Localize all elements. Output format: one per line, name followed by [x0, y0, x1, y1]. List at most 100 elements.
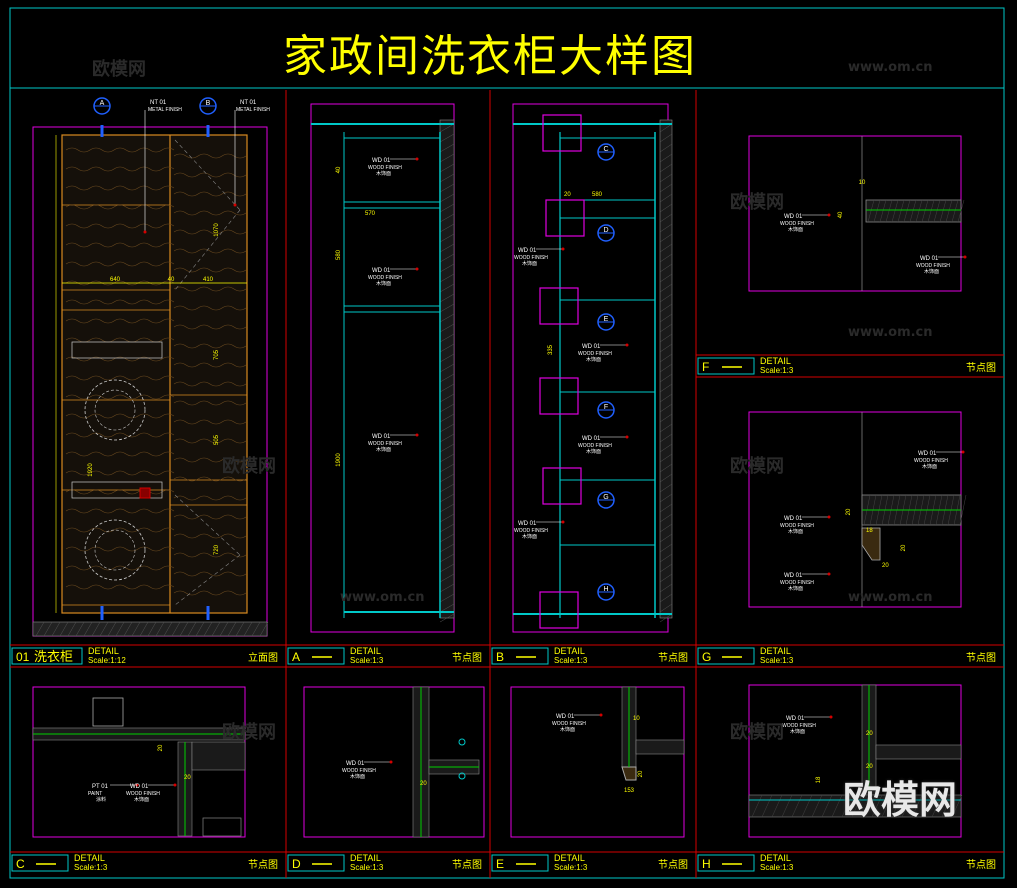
material-tag: WD 01	[372, 158, 391, 164]
material-tag: 木饰面	[376, 170, 391, 177]
leader-dot	[135, 783, 139, 787]
wall-hatch	[439, 323, 455, 333]
wall-hatch	[439, 333, 455, 343]
wall-hatch	[659, 483, 673, 493]
wood-grain	[173, 571, 247, 577]
board-hatch	[957, 199, 965, 223]
wood-grain	[173, 381, 247, 387]
wood-grain	[173, 153, 247, 159]
board-hatch	[873, 199, 881, 223]
leader-dot	[415, 267, 419, 271]
leader-dot	[143, 230, 147, 234]
leader-dot	[963, 255, 967, 259]
detail-callout-box	[539, 377, 579, 415]
wall-hatch	[439, 483, 455, 493]
caption-type: 节点图	[966, 859, 996, 871]
wall-hatch	[439, 293, 455, 303]
board-hatch	[885, 199, 893, 223]
wood-grain	[173, 495, 247, 501]
floor-hatch	[931, 794, 943, 818]
wood-grain	[65, 432, 175, 438]
material-tag: 木饰面	[134, 796, 149, 803]
wall-hatch	[439, 613, 455, 623]
board-hatch	[879, 199, 887, 223]
wood-grain	[173, 267, 247, 273]
material-tag: WD 01	[920, 256, 939, 262]
wood-grain	[173, 286, 247, 292]
dimension-text: 10	[859, 180, 866, 186]
wall-hatch	[659, 253, 673, 263]
wall-hatch	[439, 493, 455, 503]
wood-grain	[65, 242, 175, 248]
detail-callout-box	[539, 287, 579, 325]
material-tag: WOOD FINISH	[342, 768, 376, 774]
wall-hatch	[659, 173, 673, 183]
caption-box	[11, 854, 69, 872]
floor-hatch	[861, 794, 873, 818]
caption-type: 节点图	[658, 652, 688, 664]
wall-hatch	[659, 283, 673, 293]
caption-detail: DETAIL	[760, 356, 791, 366]
floor-hatch	[139, 621, 149, 637]
wall-hatch	[439, 193, 455, 203]
section-marker-letter: C	[603, 146, 608, 153]
material-tag: WOOD FINISH	[578, 443, 612, 449]
material-tag: NT 01	[150, 100, 167, 106]
wall-hatch	[439, 153, 455, 163]
floor-hatch	[227, 621, 237, 637]
material-tag: 木饰面	[560, 726, 575, 733]
wall-hatch	[659, 563, 673, 573]
material-tag: WOOD FINISH	[780, 580, 814, 586]
panel-section	[191, 741, 246, 771]
wood-grain	[173, 210, 247, 216]
leader-dot	[827, 572, 831, 576]
floor-hatch	[163, 621, 173, 637]
floor-hatch	[831, 794, 843, 818]
floor-hatch	[921, 794, 933, 818]
wood-grain	[173, 191, 247, 197]
dimension-text: 20	[901, 544, 907, 551]
material-tag: WD 01	[582, 436, 601, 442]
wall-hatch	[659, 593, 673, 603]
material-tag: WD 01	[556, 714, 575, 720]
caption-scale: Scale:1:3	[554, 863, 588, 872]
board-hatch	[903, 199, 911, 223]
detail-callout-box	[542, 114, 582, 152]
wood-grain	[173, 438, 247, 444]
dimension-text: 20	[158, 744, 164, 751]
dimension-text: 18	[866, 528, 873, 534]
material-tag: WOOD FINISH	[914, 458, 948, 464]
dimension-text: 20	[564, 192, 571, 198]
board-hatch	[891, 199, 899, 223]
caption-box	[697, 357, 755, 375]
wood-grain	[173, 172, 247, 178]
wall-hatch	[439, 503, 455, 513]
wall-hatch	[439, 443, 455, 453]
watermark-cn: 欧模网	[730, 722, 784, 743]
material-tag: WD 01	[582, 344, 601, 350]
caption-scale: Scale:1:3	[350, 656, 384, 665]
material-tag: WOOD FINISH	[514, 255, 548, 261]
leader-dot	[233, 203, 237, 207]
floor-hatch	[123, 621, 133, 637]
board-hatch	[921, 199, 929, 223]
detail-frame	[303, 686, 485, 838]
wood-grain	[173, 476, 247, 482]
wall-hatch	[439, 283, 455, 293]
floor-hatch	[91, 621, 101, 637]
section-marker-letter: H	[603, 586, 608, 593]
wood-grain	[65, 489, 175, 495]
wall-hatch	[439, 563, 455, 573]
material-tag: WD 01	[372, 434, 391, 440]
leader-dot	[561, 247, 565, 251]
leader-dot	[829, 715, 833, 719]
floor-hatch	[171, 621, 181, 637]
wall-hatch	[659, 203, 673, 213]
dimension-text: 20	[420, 781, 427, 787]
wall-hatch	[439, 383, 455, 393]
floor-hatch	[187, 621, 197, 637]
wall-hatch	[659, 353, 673, 363]
dimension-text: 335	[548, 344, 554, 355]
dryer-drum	[94, 529, 136, 571]
board-hatch	[939, 199, 947, 223]
